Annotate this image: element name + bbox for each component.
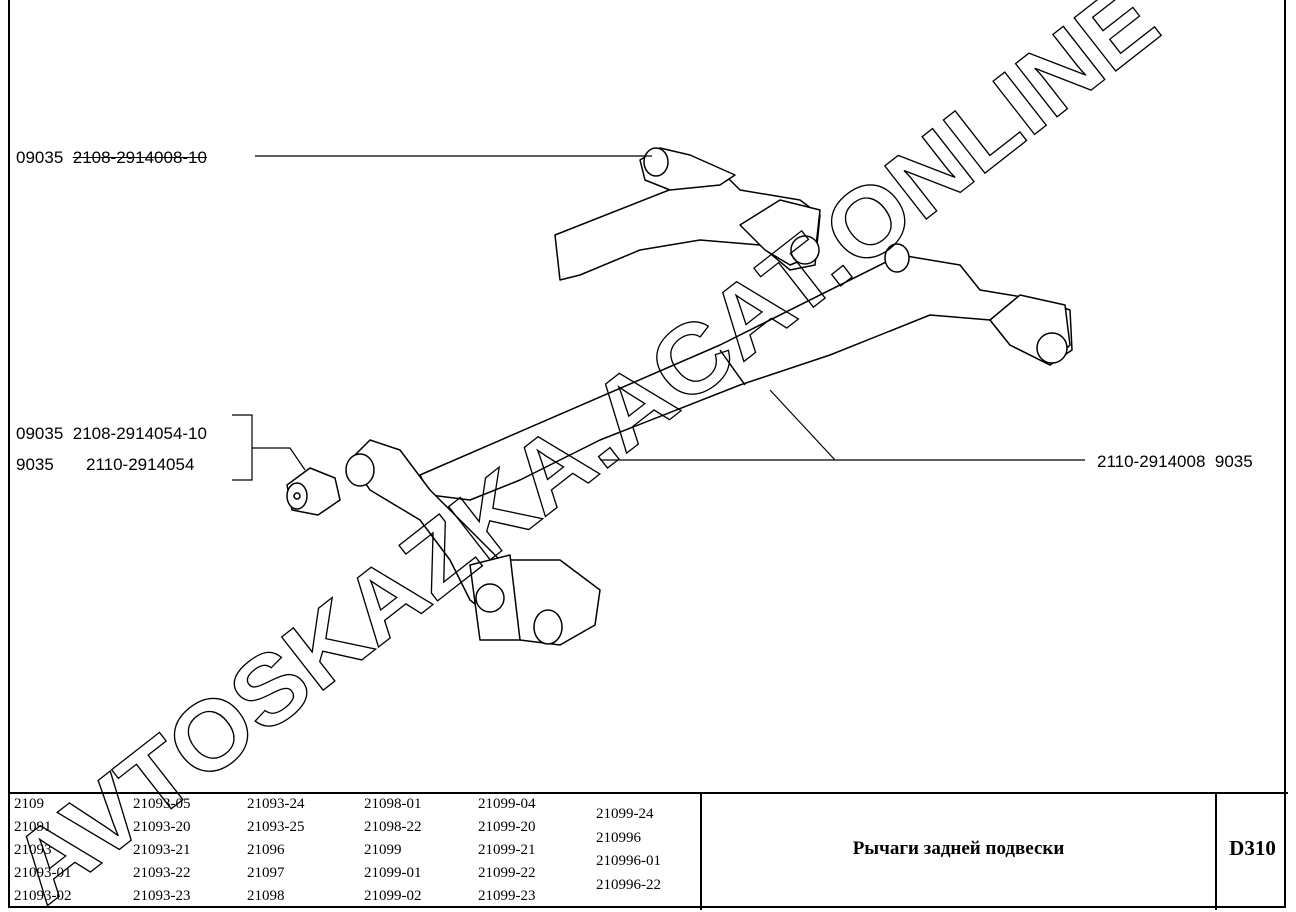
callout-part: 2110-2914008 <box>1097 452 1206 471</box>
drawing-frame <box>8 0 1286 908</box>
model-item: 21098-01 <box>364 796 422 812</box>
callout-part: 2108-2914008-10 <box>72 148 207 167</box>
upper-arm-eye <box>643 147 669 177</box>
model-item: 210996-22 <box>596 876 661 893</box>
beam <box>419 254 1073 501</box>
title-block <box>8 792 1288 912</box>
model-item: 21093-25 <box>247 819 305 835</box>
drawing-title: Рычаги задней подвески <box>852 838 1065 859</box>
model-item: 21099-20 <box>478 819 536 835</box>
model-item: 21093-05 <box>133 796 191 812</box>
model-item: 21099-02 <box>364 888 422 904</box>
lower-arm-eye <box>345 453 375 487</box>
model-item: 21099-01 <box>364 865 422 881</box>
model-item: 21093-02 <box>14 888 72 904</box>
divider <box>1215 792 1217 910</box>
beam-eye-right <box>884 243 910 273</box>
callout-prefix: 09035 <box>16 424 64 443</box>
divider <box>700 792 702 910</box>
model-item: 21099-04 <box>478 796 536 812</box>
callout-beam: 2110-2914008 9035 <box>1097 452 1253 472</box>
model-item: 21099-23 <box>478 888 536 904</box>
upper-arm <box>554 169 821 281</box>
callout-top: 09035 2108-2914008-10 <box>16 148 207 168</box>
model-item: 2109 <box>14 796 44 812</box>
model-item: 21091 <box>14 819 52 835</box>
model-item: 21093-21 <box>133 842 191 858</box>
callout-bushing-1: 09035 2108-2914054-10 <box>16 424 207 444</box>
callout-suffix: 9035 <box>1214 452 1253 471</box>
model-item: 21093-20 <box>133 819 191 835</box>
model-item: 210996-01 <box>596 853 661 869</box>
lower-arm <box>349 439 601 646</box>
rear-suspension-arms-drawing <box>232 147 1085 646</box>
model-item: 21099-21 <box>478 842 536 858</box>
model-item: 21099-22 <box>478 865 536 881</box>
callout-prefix: 09035 <box>16 148 64 167</box>
callout-bushing-2: 9035 2110-2914054 <box>16 455 194 475</box>
model-item: 21099-24 <box>596 806 654 822</box>
callout-part: 2110-2914054 <box>86 455 195 474</box>
callout-part: 2108-2914054-10 <box>72 424 207 443</box>
model-item: 21097 <box>247 865 285 881</box>
callout-prefix: 9035 <box>16 455 54 474</box>
drawing-code: D310 <box>1229 836 1276 860</box>
model-item: 21093-24 <box>247 796 305 812</box>
model-item: 21093-22 <box>133 865 191 881</box>
model-item: 21093-01 <box>14 865 72 881</box>
model-item: 21096 <box>247 842 285 858</box>
model-item: 21098-22 <box>364 819 422 835</box>
model-item: 21093-23 <box>133 888 191 904</box>
model-item: 21099 <box>364 842 402 858</box>
model-item: 210996 <box>596 829 641 846</box>
model-item: 21093 <box>14 842 52 858</box>
model-item: 21098 <box>247 888 285 904</box>
bushing-bracket <box>232 414 306 481</box>
